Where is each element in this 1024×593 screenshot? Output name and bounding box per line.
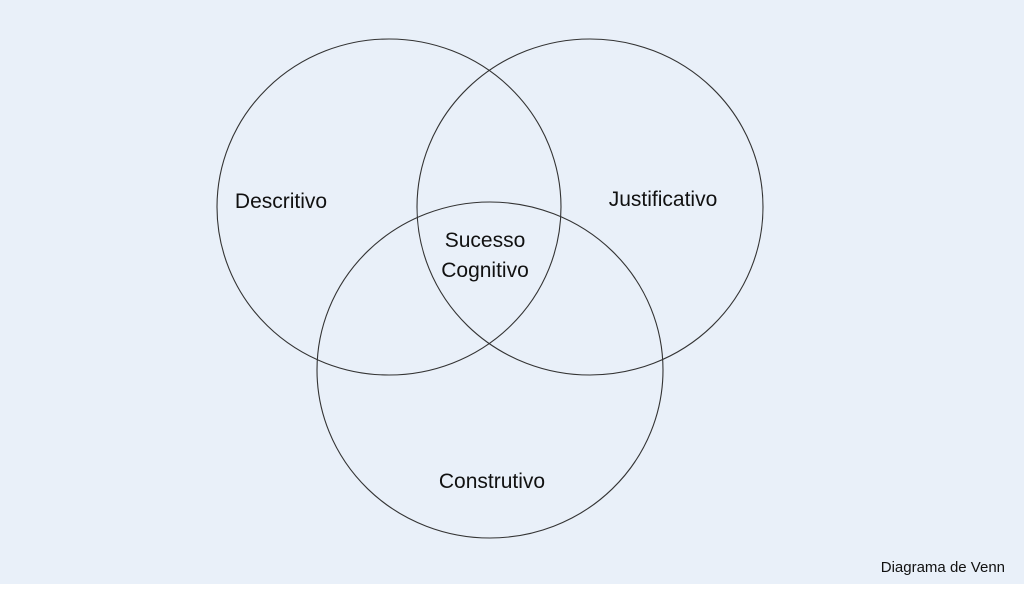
label-construtivo: Construtivo: [439, 470, 545, 493]
label-descritivo: Descritivo: [235, 190, 327, 213]
circle-descritivo: [216, 38, 562, 376]
circle-justificativo: [416, 38, 764, 376]
diagram-caption: Diagrama de Venn: [880, 559, 1005, 576]
circle-construtivo: [316, 201, 664, 539]
label-justificativo: Justificativo: [609, 188, 718, 211]
label-intersection-line1: Sucesso: [445, 229, 526, 252]
label-intersection-line2: Cognitivo: [441, 259, 529, 282]
